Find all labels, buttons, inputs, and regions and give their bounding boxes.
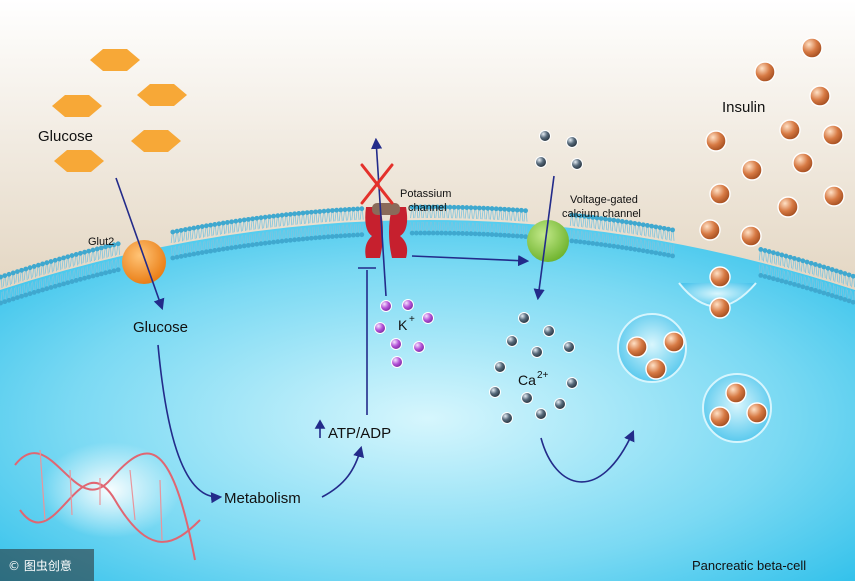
calcium-channel-label-1: Voltage-gated bbox=[570, 194, 638, 206]
calcium-charge-label: 2+ bbox=[537, 370, 549, 381]
potassium-channel-label-1: Potassium bbox=[400, 188, 451, 200]
glucose-inside-label: Glucose bbox=[133, 319, 188, 336]
calcium-channel-label-2: calcium channel bbox=[562, 208, 641, 220]
potassium-ions bbox=[374, 299, 434, 368]
watermark: © 图虫创意 bbox=[0, 549, 94, 581]
dna-helix bbox=[14, 442, 201, 561]
atp-adp-label: ATP/ADP bbox=[328, 425, 391, 442]
potassium-channel bbox=[365, 203, 408, 258]
potassium-charge-label: + bbox=[409, 314, 415, 325]
glut2-transporter bbox=[122, 240, 166, 284]
red-x-icon bbox=[360, 163, 394, 205]
potassium-ion-label: K bbox=[398, 317, 408, 333]
calcium-channel bbox=[527, 220, 569, 262]
glut2-label: Glut2 bbox=[88, 236, 114, 248]
cytoplasm bbox=[0, 220, 855, 581]
insulin-label: Insulin bbox=[722, 99, 765, 116]
glucose-outside-label: Glucose bbox=[38, 128, 93, 145]
cell-name-label: Pancreatic beta-cell bbox=[692, 558, 806, 573]
calcium-ion-label: Ca bbox=[518, 372, 536, 388]
potassium-channel-label-2: channel bbox=[408, 202, 447, 214]
cell-membrane bbox=[0, 204, 855, 306]
calcium-ions bbox=[489, 130, 583, 424]
insulin-granules bbox=[626, 37, 845, 428]
up-arrow-icon bbox=[314, 419, 326, 438]
glucose-molecules bbox=[52, 49, 187, 172]
pathway-arrows bbox=[115, 137, 635, 504]
metabolism-label: Metabolism bbox=[224, 490, 301, 507]
